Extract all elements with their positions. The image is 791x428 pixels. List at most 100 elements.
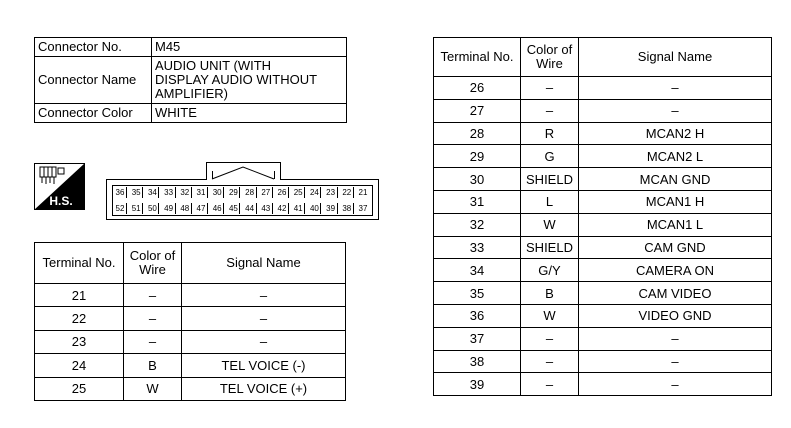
- pin-48: 48: [179, 203, 192, 214]
- pin-27: 27: [260, 187, 273, 198]
- connector-name-line: DISPLAY AUDIO WITHOUT: [155, 72, 318, 87]
- connector-name-row: Connector Name AUDIO UNIT (WITH DISPLAY …: [34, 56, 347, 104]
- terminal-cell: 23: [34, 329, 124, 355]
- color-cell: –: [520, 98, 579, 123]
- color-cell: B: [123, 353, 182, 378]
- color-cell: G/Y: [520, 258, 579, 283]
- table-header-row: Terminal No. Color of Wire Signal Name: [34, 242, 346, 284]
- pin-38: 38: [341, 203, 354, 214]
- pin-51: 51: [130, 203, 144, 214]
- pin-34: 34: [146, 187, 160, 198]
- color-cell: SHIELD: [520, 167, 579, 191]
- terminal-cell: 37: [433, 326, 521, 351]
- signal-cell: TEL VOICE (-): [181, 353, 346, 378]
- pin-43: 43: [260, 203, 273, 214]
- signal-cell: MCAN2 H: [578, 121, 772, 146]
- signal-cell: MCAN2 L: [578, 144, 772, 169]
- pin-35: 35: [130, 187, 144, 198]
- pin-32: 32: [179, 187, 192, 198]
- pin-21: 21: [358, 188, 368, 197]
- pin-40: 40: [308, 203, 322, 214]
- signal-header: Signal Name: [578, 37, 772, 77]
- color-cell: –: [520, 349, 579, 374]
- signal-cell: CAM VIDEO: [578, 281, 772, 305]
- connector-name-label: Connector Name: [34, 56, 152, 104]
- signal-cell: MCAN GND: [578, 167, 772, 191]
- pin-26: 26: [276, 187, 289, 198]
- pin-28: 28: [244, 187, 257, 198]
- color-cell: –: [520, 326, 579, 351]
- pin-22: 22: [341, 187, 354, 198]
- signal-cell: –: [578, 326, 772, 351]
- terminal-cell: 21: [34, 282, 124, 308]
- connector-glyph-icon: [39, 166, 65, 184]
- color-cell: –: [123, 282, 182, 308]
- terminal-cell: 36: [433, 303, 521, 328]
- terminal-cell: 31: [433, 189, 521, 214]
- pin-33: 33: [163, 187, 176, 198]
- hs-label: H.S.: [49, 194, 72, 208]
- color-cell: SHIELD: [520, 235, 579, 260]
- signal-cell: –: [578, 76, 772, 100]
- table-row: 26––: [433, 76, 772, 100]
- signal-cell: VIDEO GND: [578, 303, 772, 328]
- terminal-header: Terminal No.: [433, 37, 521, 77]
- signal-cell: –: [578, 372, 772, 397]
- table-row: 23––: [34, 329, 346, 355]
- pin-30: 30: [211, 187, 225, 198]
- terminal-cell: 26: [433, 76, 521, 100]
- pin-23: 23: [325, 187, 338, 198]
- signal-cell: MCAN1 L: [578, 212, 772, 237]
- terminal-cell: 34: [433, 258, 521, 283]
- color-header-line: Wire: [536, 56, 563, 71]
- terminal-cell: 24: [34, 353, 124, 378]
- color-cell: L: [520, 189, 579, 214]
- pin-50: 50: [146, 203, 160, 214]
- table-row: 27––: [433, 98, 772, 123]
- signal-cell: TEL VOICE (+): [181, 376, 346, 401]
- color-cell: W: [123, 376, 182, 401]
- pin-45: 45: [227, 203, 241, 214]
- terminal-cell: 27: [433, 98, 521, 123]
- connector-name-value: AUDIO UNIT (WITH DISPLAY AUDIO WITHOUT A…: [151, 56, 347, 104]
- signal-cell: CAM GND: [578, 235, 772, 260]
- connector-no-value: M45: [151, 37, 347, 57]
- color-cell: –: [520, 372, 579, 397]
- connector-name-line: AMPLIFIER): [155, 86, 228, 101]
- pin-42: 42: [276, 203, 289, 214]
- pin-31: 31: [195, 187, 208, 198]
- terminal-cell: 30: [433, 167, 521, 191]
- terminal-cell: 32: [433, 212, 521, 237]
- table-row: 21––: [34, 282, 346, 308]
- color-cell: –: [123, 329, 182, 355]
- harness-side-icon: H.S.: [34, 163, 85, 210]
- terminal-cell: 33: [433, 235, 521, 260]
- connector-info-table: Connector No. M45 Connector Name AUDIO U…: [34, 37, 347, 123]
- color-cell: G: [520, 144, 579, 169]
- pin-44: 44: [244, 203, 257, 214]
- connector-no-label: Connector No.: [34, 37, 152, 57]
- pin-49: 49: [163, 203, 176, 214]
- table-row: 38––: [433, 349, 772, 374]
- signal-cell: –: [578, 349, 772, 374]
- table-row: 39––: [433, 372, 772, 397]
- signal-cell: MCAN1 H: [578, 189, 772, 214]
- terminal-cell: 38: [433, 349, 521, 374]
- terminal-table-left: Terminal No. Color of Wire Signal Name 2…: [34, 242, 346, 401]
- pin-29: 29: [227, 187, 241, 198]
- color-cell: B: [520, 281, 579, 305]
- terminal-header: Terminal No.: [34, 242, 124, 284]
- pin-46: 46: [211, 203, 225, 214]
- signal-cell: –: [181, 282, 346, 308]
- pin-24: 24: [308, 187, 322, 198]
- connector-color-row: Connector Color WHITE: [34, 103, 347, 123]
